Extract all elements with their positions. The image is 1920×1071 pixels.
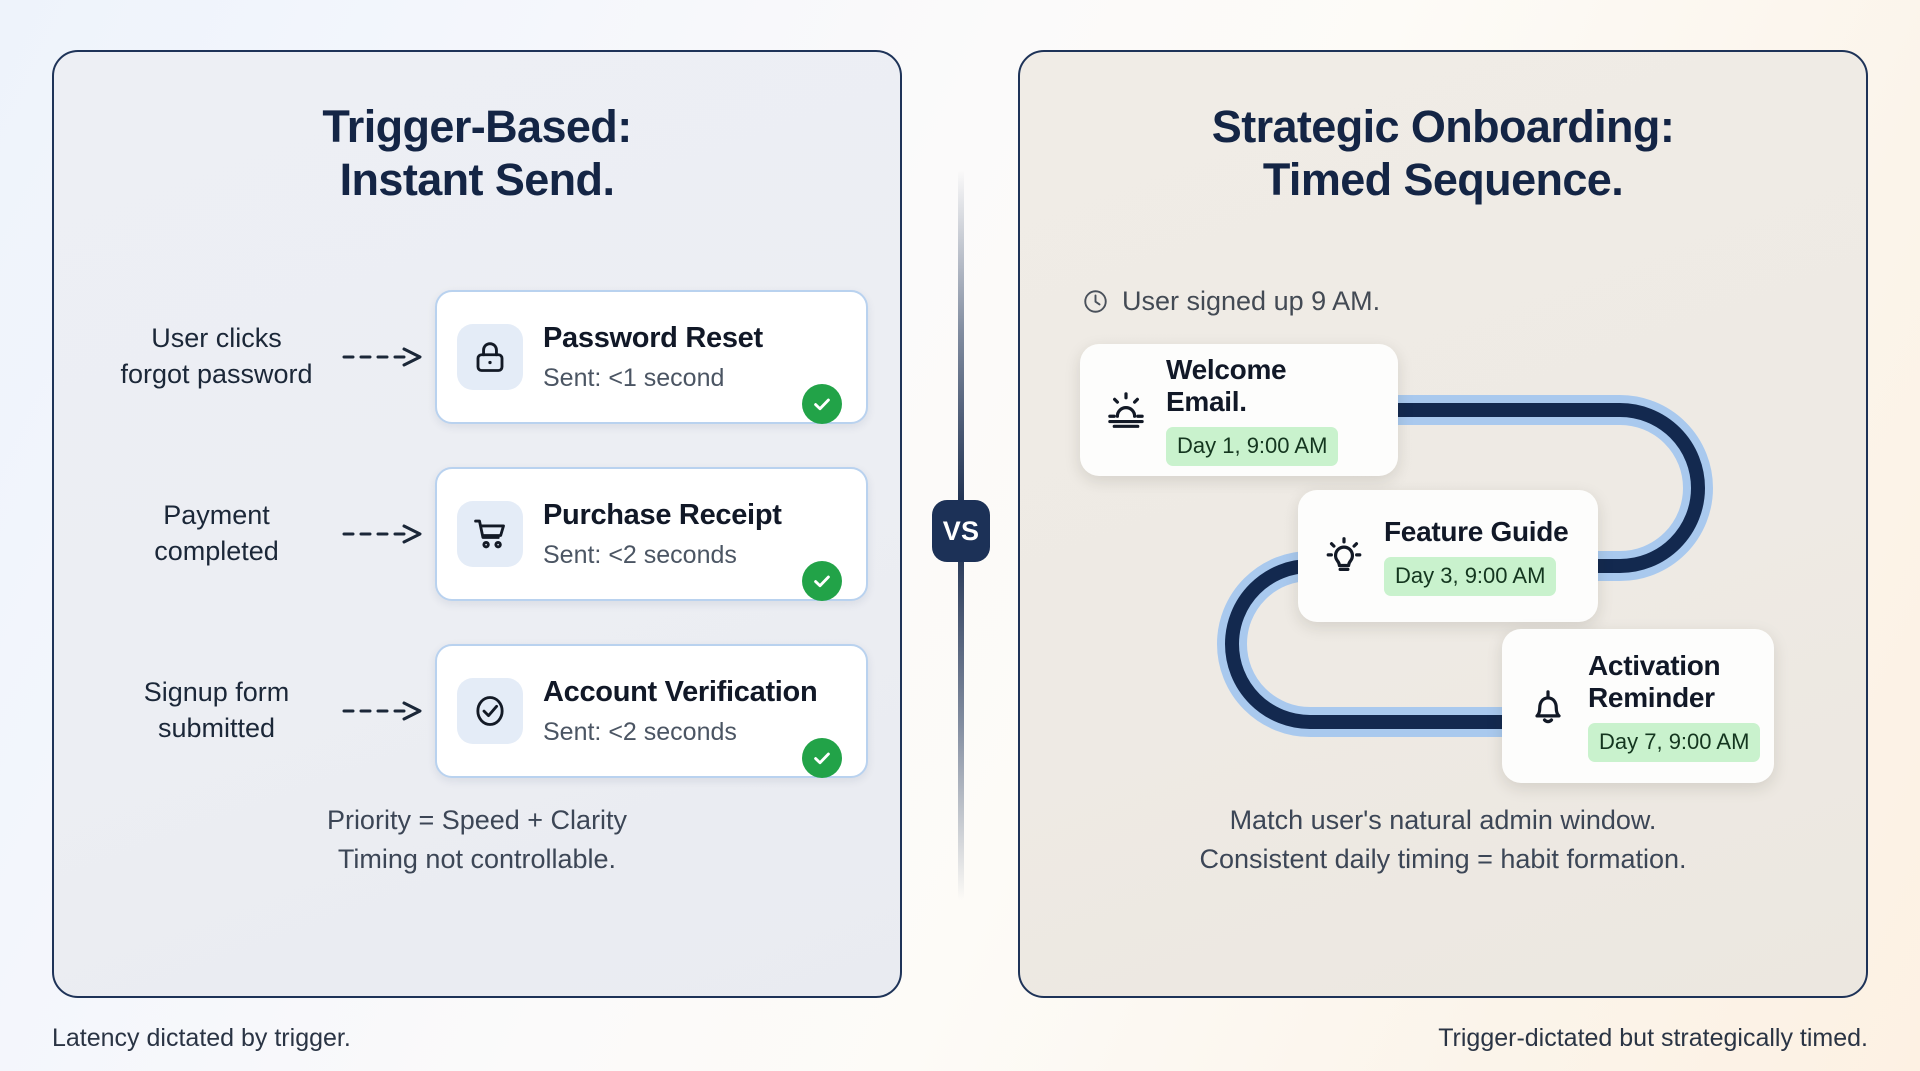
left-title-line-1: Trigger-Based: [322,101,632,152]
day-badge: Day 7, 9:00 AM [1588,722,1761,762]
left-panel-title: Trigger-Based: Instant Send. [54,100,900,206]
sequence-card[interactable]: Feature Guide Day 3, 9:00 AM [1298,490,1598,622]
check-icon [802,738,842,778]
trigger-row: Signup form submitted Account Verificat [94,641,868,781]
lightbulb-icon [1318,534,1370,578]
event-title: Purchase Receipt [543,499,782,532]
right-note-line-2: Consistent daily timing = habit formatio… [1199,843,1687,874]
trigger-row: Payment completed [94,464,868,604]
sequence-card-title-line-1: Activation [1588,650,1721,682]
event-title: Account Verification [543,676,818,709]
check-circle-icon [457,678,523,744]
sequence-card[interactable]: Activation Reminder Day 7, 9:00 AM [1502,629,1774,783]
right-caption: Trigger-dictated but strategically timed… [1438,1024,1868,1052]
sequence-card-title: Activation Reminder [1588,650,1748,714]
sequence-card-body: Welcome Email. Day 1, 9:00 AM [1166,354,1372,466]
sequence-card-title-line-2: Reminder [1588,682,1715,713]
left-title-line-2: Instant Send. [339,154,615,206]
signup-time-text: User signed up 9 AM. [1122,286,1381,316]
trigger-row: User clicks forgot password [94,287,868,427]
vs-badge: VS [932,500,990,562]
strategic-onboarding-panel: Strategic Onboarding: Timed Sequence. Us… [1018,50,1868,998]
trigger-label-line-1: Payment [163,500,270,531]
left-note-line-2: Timing not controllable. [337,843,617,874]
clock-icon [1082,288,1109,315]
left-caption: Latency dictated by trigger. [52,1024,351,1052]
trigger-label-line-2: submitted [157,713,276,743]
bell-icon [1522,684,1574,728]
right-title-line-1: Strategic Onboarding: [1211,101,1675,152]
event-card[interactable]: Password Reset Sent: <1 second [435,290,868,424]
lock-icon [457,324,523,390]
sequence-card-body: Feature Guide Day 3, 9:00 AM [1384,516,1572,596]
left-note-line-1: Priority = Speed + Clarity [326,805,628,836]
sequence-card-title: Feature Guide [1384,516,1569,548]
sunrise-icon [1100,388,1152,432]
sequence-card-body: Activation Reminder Day 7, 9:00 AM [1588,650,1761,762]
event-title: Password Reset [543,322,763,355]
event-text: Purchase Receipt Sent: <2 seconds [543,498,842,570]
check-icon [802,384,842,424]
right-note-line-1: Match user's natural admin window. [1229,805,1657,836]
right-panel-title: Strategic Onboarding: Timed Sequence. [1020,100,1866,206]
signup-time-note: User signed up 9 AM. [1082,286,1380,317]
trigger-based-panel: Trigger-Based: Instant Send. User clicks… [52,50,902,998]
sequence-card-title: Welcome Email. [1166,354,1287,417]
right-panel-note: Match user's natural admin window. Consi… [1020,801,1866,878]
trigger-label: Signup form submitted [94,675,339,747]
event-text: Account Verification Sent: <2 seconds [543,675,842,747]
sequence-card[interactable]: Welcome Email. Day 1, 9:00 AM [1080,344,1398,476]
event-text: Password Reset Sent: <1 second [543,321,842,393]
trigger-label-line-1: Signup form [143,677,290,708]
event-subtitle: Sent: <2 seconds [543,540,737,569]
trigger-label: Payment completed [94,498,339,570]
trigger-label: User clicks forgot password [94,321,339,393]
trigger-label-line-2: completed [154,536,279,566]
dashed-arrow-icon [339,346,435,368]
event-card[interactable]: Purchase Receipt Sent: <2 seconds [435,467,868,601]
trigger-label-line-2: forgot password [120,359,313,389]
right-title-line-2: Timed Sequence. [1262,154,1624,206]
day-badge: Day 3, 9:00 AM [1384,556,1557,596]
day-badge: Day 1, 9:00 AM [1166,426,1339,466]
dashed-arrow-icon [339,700,435,722]
shopping-cart-icon [457,501,523,567]
event-card[interactable]: Account Verification Sent: <2 seconds [435,644,868,778]
event-subtitle: Sent: <2 seconds [543,717,737,746]
event-subtitle: Sent: <1 second [543,363,725,392]
dashed-arrow-icon [339,523,435,545]
check-icon [802,561,842,601]
trigger-label-line-1: User clicks [151,323,282,354]
left-panel-note: Priority = Speed + Clarity Timing not co… [54,801,900,878]
